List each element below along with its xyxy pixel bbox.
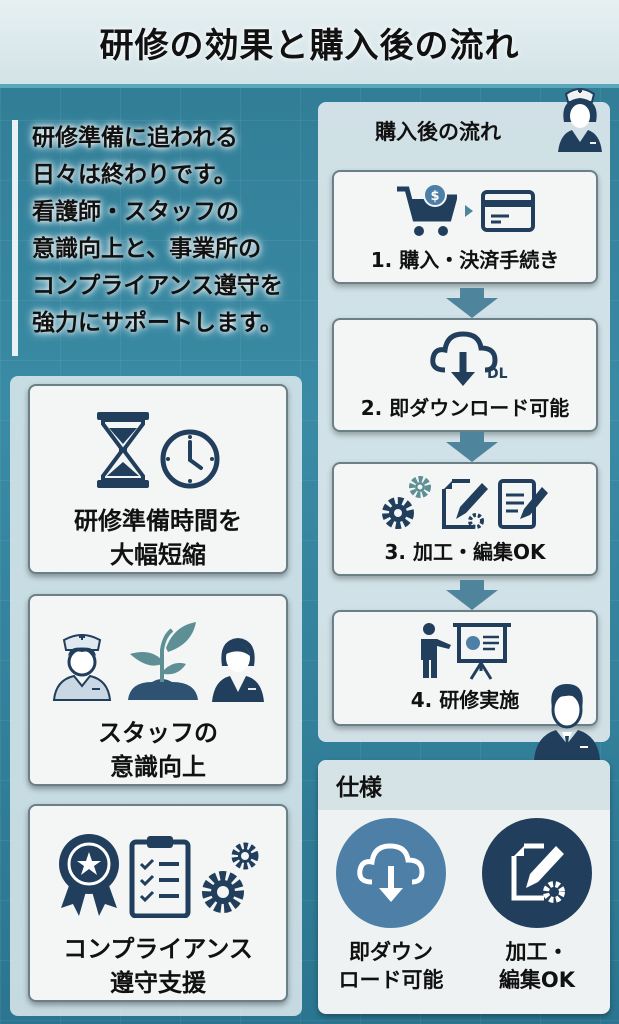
spec-label: 加工・ 編集OK <box>498 940 576 992</box>
checklist-clipboard-icon <box>129 836 191 918</box>
award-ribbon-icon <box>59 834 119 916</box>
spec-label: 即ダウン ロード可能 <box>338 940 444 992</box>
flow-arrow-icon <box>446 580 498 610</box>
edit-document-icon <box>442 479 488 529</box>
nurse-avatar-icon <box>558 88 602 152</box>
dl-badge: DL <box>487 366 508 382</box>
benefit-label: 研修準備時間を 大幅短縮 <box>74 507 242 569</box>
title-bar: 研修の効果と購入後の流れ <box>0 0 619 88</box>
gears-icon <box>202 842 259 913</box>
nurse-icon <box>52 634 112 701</box>
spec-panel: 仕様 即ダウン ロード可能 加工・ <box>318 760 610 1014</box>
flow-step-2: DL 2. 即ダウンロード可能 <box>332 318 598 432</box>
benefit-card-awareness: スタッフの 意識向上 <box>28 594 288 786</box>
edit-gear-icon <box>511 843 565 903</box>
flow-panel: 購入後の流れ $ 1. 購入・決済手続き <box>318 88 610 742</box>
cart-dollar-icon: $ <box>397 183 457 236</box>
staff-woman-icon <box>212 638 264 702</box>
flow-step-label: 2. 即ダウンロード可能 <box>360 396 570 420</box>
spec-circle <box>482 818 592 928</box>
gears-icon <box>382 476 431 529</box>
spec-circle <box>336 818 446 928</box>
cloud-download-icon <box>430 331 498 386</box>
cloud-download-icon <box>357 843 425 902</box>
presenter-board-icon <box>421 623 511 680</box>
svg-text:$: $ <box>430 189 439 204</box>
clock-icon <box>160 429 220 489</box>
flow-step-label: 1. 購入・決済手続き <box>370 248 560 272</box>
arrow-right-icon <box>465 205 473 217</box>
credit-card-icon <box>481 190 535 232</box>
hourglass-icon <box>97 412 149 488</box>
flow-step-label: 4. 研修実施 <box>410 688 520 712</box>
flow-step-1: $ 1. 購入・決済手続き <box>332 170 598 284</box>
spec-item-edit: 加工・ 編集OK <box>472 818 602 994</box>
spec-item-download: 即ダウン ロード可能 <box>326 818 456 994</box>
intro-text: 研修準備に追われる 日々は終わりです。 看護師・スタッフの 意識向上と、事業所の… <box>32 125 283 336</box>
intro-block: 研修準備に追われる 日々は終わりです。 看護師・スタッフの 意識向上と、事業所の… <box>12 120 332 356</box>
benefits-panel: 研修準備時間を 大幅短縮 <box>10 376 302 1016</box>
edit-document-icon <box>498 479 548 529</box>
businessman-avatar-icon <box>534 684 600 760</box>
benefit-label: コンプライアンス 遵守支援 <box>63 935 253 997</box>
benefit-card-time: 研修準備時間を 大幅短縮 <box>28 384 288 574</box>
benefit-card-compliance: コンプライアンス 遵守支援 <box>28 804 288 1002</box>
benefit-label: スタッフの 意識向上 <box>98 719 218 781</box>
spec-title: 仕様 <box>318 760 610 810</box>
flow-step-3: 3. 加工・編集OK <box>332 462 598 576</box>
flow-arrow-icon <box>446 288 498 318</box>
flow-title: 購入後の流れ <box>375 120 501 144</box>
flow-arrow-icon <box>446 432 498 462</box>
page-title: 研修の効果と購入後の流れ <box>99 25 520 66</box>
sprout-icon <box>128 622 198 700</box>
flow-step-label: 3. 加工・編集OK <box>384 540 546 564</box>
